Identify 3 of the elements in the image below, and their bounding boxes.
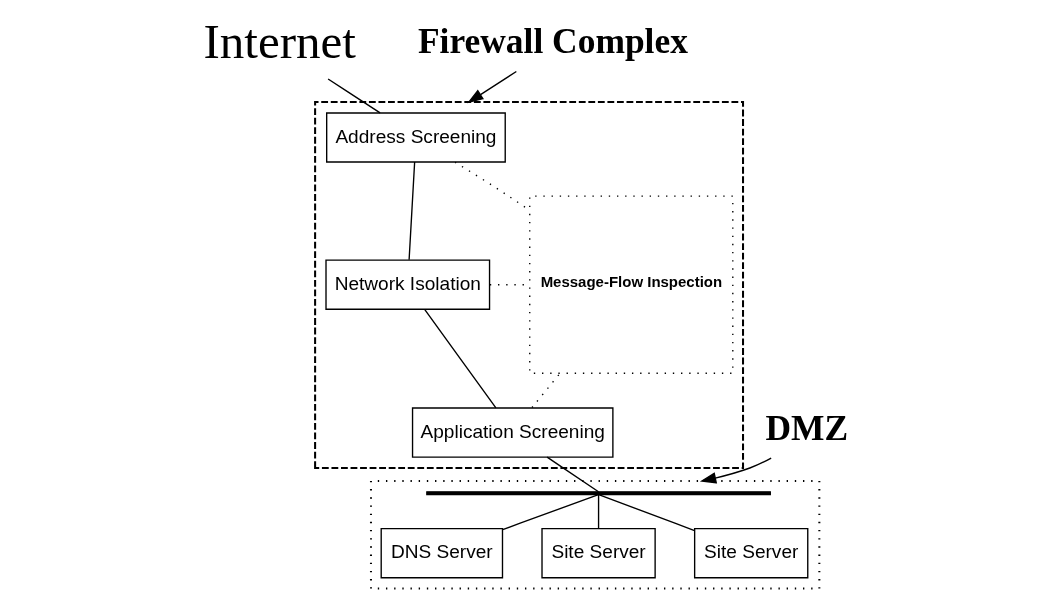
node-text: DMZ: [765, 407, 848, 448]
node-text: Firewall Complex: [417, 21, 688, 62]
node-text: Internet: [202, 14, 356, 70]
